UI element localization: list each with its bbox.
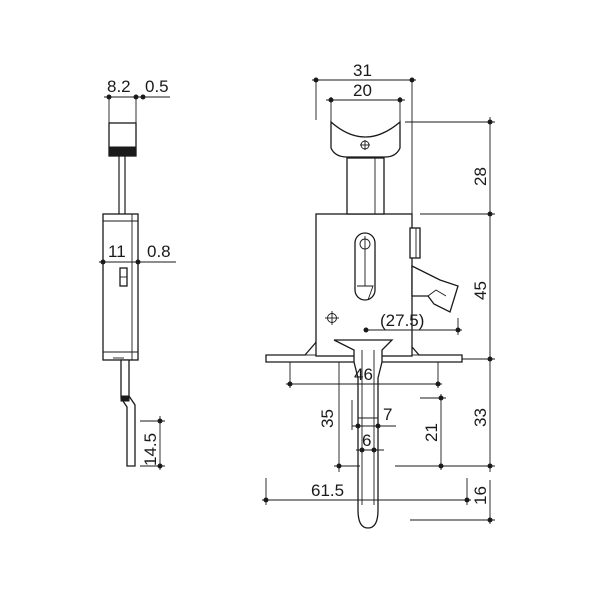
dim-45: 45 — [471, 281, 490, 300]
dim-27-5: (27.5) — [380, 311, 424, 330]
dim-28: 28 — [471, 167, 490, 186]
catch-lever — [411, 264, 459, 313]
handle — [330, 120, 401, 158]
side-tongue — [120, 359, 136, 467]
dim-8-2: 8.2 — [107, 77, 131, 96]
dim-21: 21 — [422, 423, 441, 442]
side-knob-base — [108, 146, 137, 157]
dim-7: 7 — [383, 405, 392, 424]
pin — [333, 339, 394, 529]
dim-14-5: 14.5 — [141, 433, 160, 466]
dim-0-8: 0.8 — [147, 242, 171, 261]
side-catch — [409, 227, 421, 259]
dim-35: 35 — [318, 409, 337, 428]
dim-6: 6 — [362, 431, 371, 450]
dim-0-5: 0.5 — [145, 77, 169, 96]
dim-16: 16 — [471, 486, 490, 505]
dim-33: 33 — [471, 408, 490, 427]
dim-11: 11 — [108, 242, 126, 261]
side-view: 8.2 0.5 11 0.8 14.5 — [99, 77, 176, 470]
dim-46: 46 — [354, 365, 373, 384]
dim-20: 20 — [353, 81, 372, 100]
dim-31: 31 — [353, 61, 372, 80]
front-view: 31 20 28 45 33 16 (27.5) 46 — [262, 61, 495, 529]
handle-stem — [346, 157, 385, 215]
side-body — [102, 213, 139, 361]
dim-61-5: 61.5 — [311, 481, 344, 500]
